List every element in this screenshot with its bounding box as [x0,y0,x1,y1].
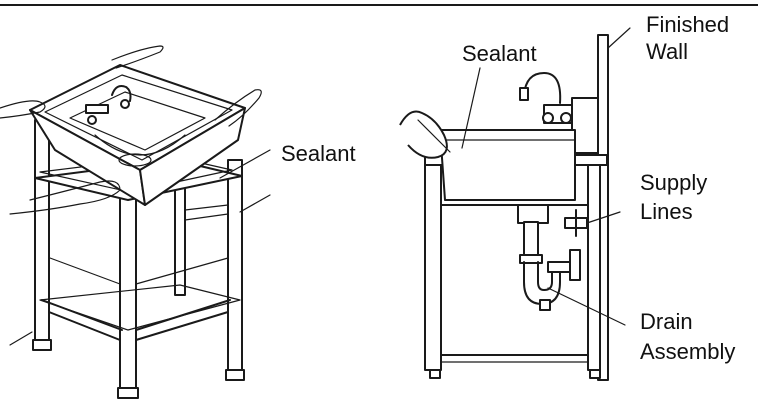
label-lines: Lines [640,199,693,224]
label-supply: Supply [640,170,708,195]
label-wall: Wall [646,39,688,64]
label-sealant-left: Sealant [281,141,356,166]
faucet [523,72,562,104]
label-sealant-right: Sealant [462,41,537,66]
sink-basin [0,45,271,346]
leader-sealant-right [461,67,481,149]
installed-sink-illustration [399,27,631,381]
label-finished: Finished [646,12,730,37]
drain-body [517,204,549,224]
label-drain: Drain [640,309,693,334]
leader-sealant-left [219,149,271,179]
label-assembly: Assembly [640,339,736,364]
